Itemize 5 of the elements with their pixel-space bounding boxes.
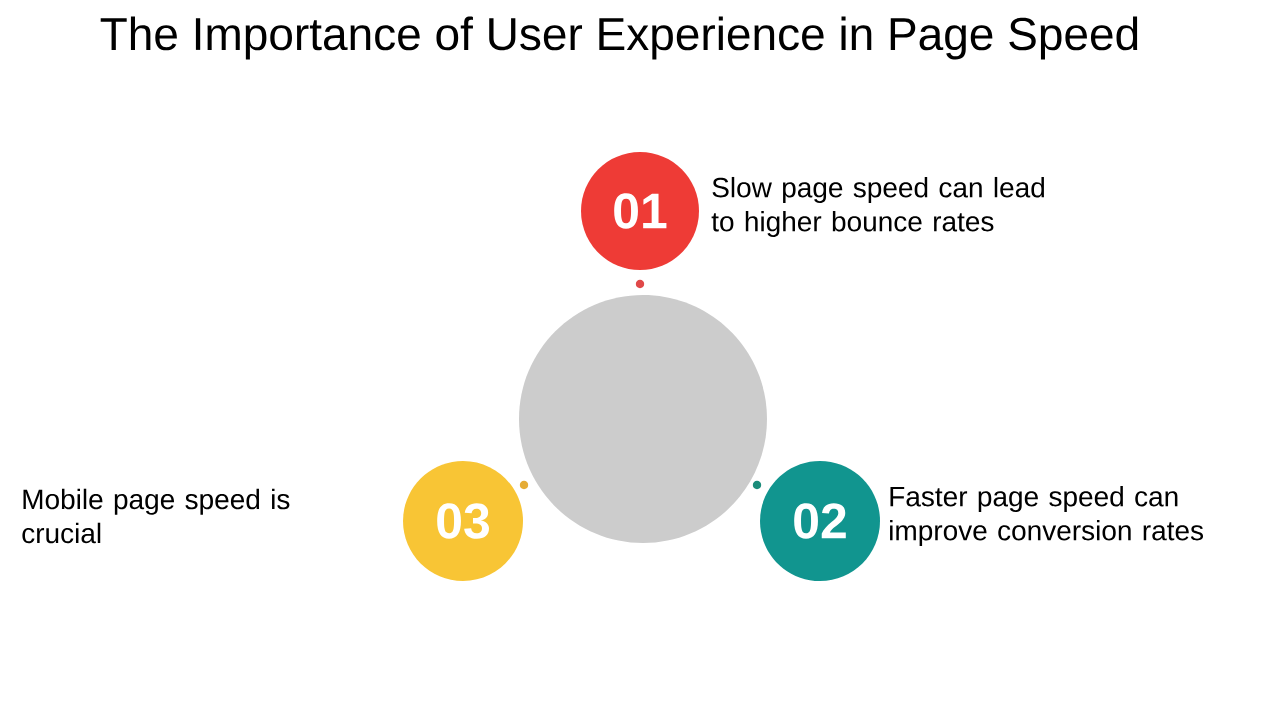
description-text: Mobile page speed is crucial	[22, 488, 290, 544]
title: The Importance of User Experience in Page Speed	[100, 16, 1138, 60]
description-text: Slow page speed can lead to higher bounce rates	[711, 176, 1044, 238]
center-circle	[519, 295, 767, 543]
description-text: Faster page speed can improve conversion rates	[890, 485, 1203, 547]
